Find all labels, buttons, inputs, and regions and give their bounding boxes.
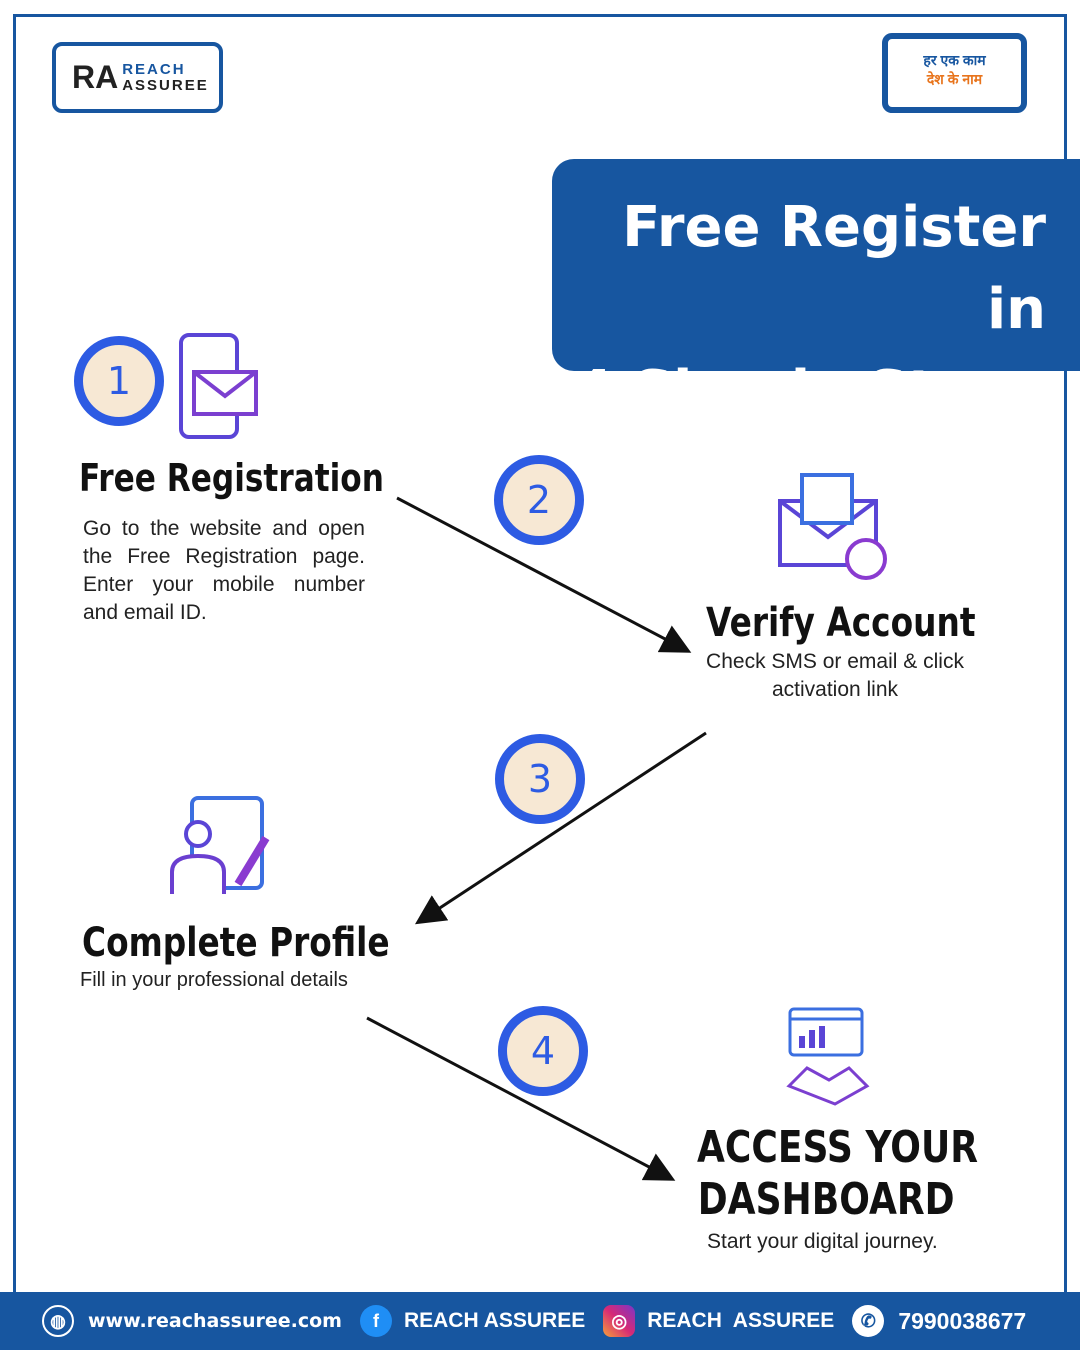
campaign-badge: हर एक काम देश के नाम [882,33,1027,113]
step-4-title-line2: DASHBOARD [697,1174,955,1225]
footer-bar: ◍ www.reachassuree.com f REACH ASSUREE ◎ RE… [0,1292,1080,1350]
footer-facebook[interactable]: f REACH ASSUREE [359,1305,586,1337]
footer-phone[interactable]: ✆ 7990038677 [852,1305,1026,1337]
globe-icon: ◍ [42,1305,74,1337]
email-link-icon [778,473,887,580]
phone-text: 7990038677 [898,1307,1027,1334]
title-banner: Free Register in 4 Simple Steps [552,159,1080,424]
arrow-2-to-3 [414,731,707,925]
phone-mail-icon [179,333,258,439]
step-4-title: ACCESS YOUR DASHBOARD [697,1122,979,1226]
dashboard-handshake-icon [786,1007,870,1106]
step-4-title-line1: ACCESS YOUR [697,1122,979,1173]
arrow-3-to-4 [366,1016,676,1181]
arrow-1-to-2 [396,496,692,653]
step-1-description: Go to the website and open the Free Regi… [83,517,365,624]
badge-line1: हर एक काम [923,52,986,68]
step-3-description: Fill in your professional details [80,969,348,991]
step-3-number: 3 [495,734,585,824]
reach-assuree-logo: RA REACH ASSUREE [52,42,223,113]
website-text: www.reachassuree.com [88,1310,342,1332]
step-3-title: Complete Profile [82,920,390,966]
logo-text-reach: REACH [122,60,186,78]
badge-line2: देश के नाम [926,71,983,87]
step-2-title: Verify Account [706,600,976,646]
step-4-number: 4 [498,1006,588,1096]
step-2-number: 2 [494,455,584,545]
step-1-number: 1 [74,336,164,426]
instagram-icon: ◎ [603,1305,636,1337]
phone-icon: ✆ [852,1305,885,1337]
step-1-title: Free Registration [79,456,384,500]
facebook-icon: f [359,1305,392,1337]
instagram-text: REACH ASSUREE [647,1309,835,1332]
footer-website[interactable]: ◍ www.reachassuree.com [42,1305,342,1337]
step-2-description: Check SMS or email & click activation li… [706,650,964,701]
title-line1: Free Register in [622,195,1046,342]
title-line2: 4 Simple Steps [574,359,1046,424]
logo-text-assuree: ASSUREE [122,76,209,94]
footer-instagram[interactable]: ◎ REACH ASSUREE [603,1305,834,1337]
profile-clipboard-icon [170,796,270,894]
facebook-text: REACH ASSUREE [403,1309,586,1332]
step-4-description: Start your digital journey. [707,1230,938,1253]
ra-monogram-icon: RA [72,59,119,95]
page-frame [13,14,1067,1314]
